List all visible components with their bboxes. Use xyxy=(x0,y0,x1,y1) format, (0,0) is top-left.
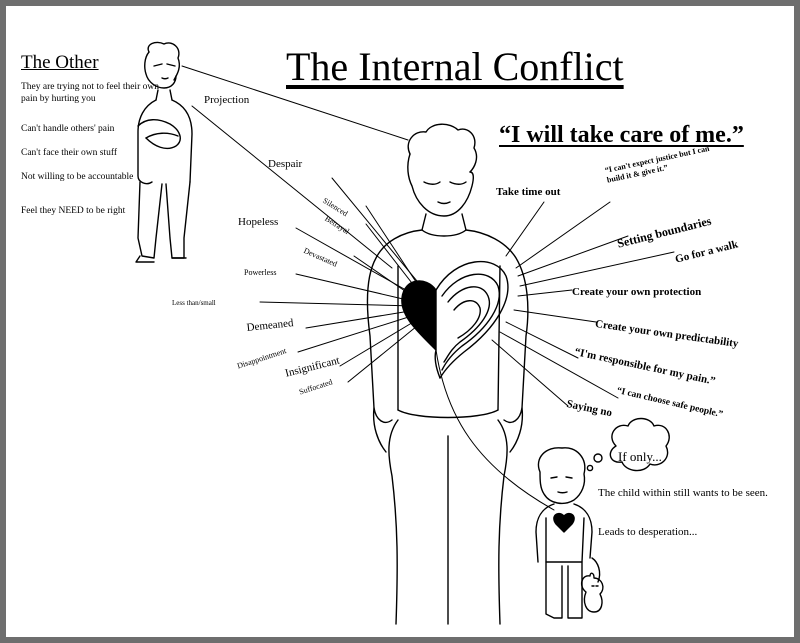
thought-text: If only... xyxy=(618,449,662,464)
heart-symbol xyxy=(401,260,509,379)
label-powerless: Powerless xyxy=(244,268,277,277)
other-person-figure xyxy=(135,41,193,263)
label-projection: Projection xyxy=(204,94,250,106)
child-figure xyxy=(535,447,604,619)
connector-lines xyxy=(181,65,675,511)
thought-bubble xyxy=(586,417,670,472)
other-item: Can't face their own stuff xyxy=(21,148,117,158)
diagram-canvas: The Internal Conflict “I will take care … xyxy=(6,6,794,637)
main-person-figure xyxy=(366,123,529,625)
label-hopeless: Hopeless xyxy=(238,216,279,228)
quote-heading: “I will take care of me.” xyxy=(499,122,744,148)
label-less-than-small: Less than/small xyxy=(172,299,216,307)
label-take-time-out: Take time out xyxy=(496,186,561,198)
label-despair: Despair xyxy=(268,158,303,170)
other-item: Feel they NEED to be right xyxy=(21,206,126,216)
other-item: They are trying not to feel their own pa… xyxy=(21,82,159,104)
other-item: Not willing to be accountable xyxy=(21,172,134,182)
label-own-protection: Create your own protection xyxy=(572,286,702,298)
child-caption: The child within still wants to be seen. xyxy=(598,487,768,499)
page-title: The Internal Conflict xyxy=(286,44,624,89)
other-item: Can't handle others' pain xyxy=(21,124,115,134)
illustration xyxy=(135,41,675,625)
other-heading: The Other xyxy=(21,52,99,73)
child-caption-2: Leads to desperation... xyxy=(598,526,698,538)
